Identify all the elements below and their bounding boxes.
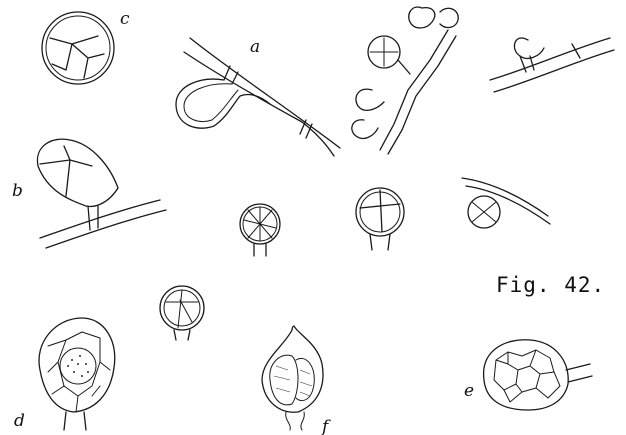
label-c: c (120, 9, 130, 29)
figure-caption: Fig. 42. (496, 273, 605, 297)
drawing-f (262, 326, 323, 430)
label-b: b (12, 181, 23, 201)
drawing-radial-sporangium (240, 204, 280, 256)
drawing-cross-sporangium (356, 188, 404, 250)
drawing-b (37, 139, 166, 248)
label-f: f (320, 417, 331, 435)
drawing-d (39, 318, 115, 430)
label-d: d (14, 411, 25, 431)
drawing-branching-hypha (352, 7, 458, 154)
drawing-e (484, 340, 592, 410)
drawing-hypha-bud (490, 38, 614, 92)
drawing-c (42, 12, 114, 84)
label-a: a (250, 37, 260, 57)
drawing-small-body (160, 286, 204, 340)
label-e: e (464, 381, 474, 401)
drawing-body-on-hypha (462, 178, 550, 228)
